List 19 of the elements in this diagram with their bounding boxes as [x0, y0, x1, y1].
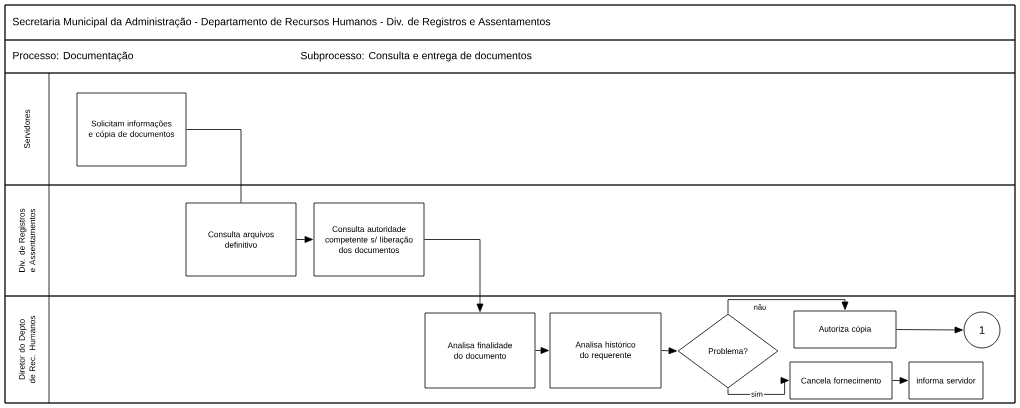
arrow	[535, 347, 549, 354]
process-box: Cancela fornecimento	[789, 361, 893, 400]
header-label: Processo: Documentação	[13, 51, 134, 62]
diagram-title: Secretaria Municipal da Administração - Departamento de Recursos Humanos - Div. de Registros e Assentamentos	[12, 17, 551, 28]
arrow	[892, 377, 908, 384]
process-box: Autoriza cópia	[793, 310, 897, 349]
arrow	[661, 347, 677, 355]
process-box: Solicitam informações e cópia de documentos	[76, 92, 187, 167]
process-box: Analisa histórico do requerente	[549, 312, 662, 389]
arrow	[727, 377, 789, 395]
process-box: informa servidor	[908, 361, 984, 400]
arrow	[296, 236, 313, 243]
header-label: Subprocesso: Consulta e entrega de documentos	[300, 51, 532, 62]
process-box: Consulta autoridade competente s/ liberação dos documentos	[313, 202, 425, 277]
process-box: Consulta arquivos definitivo	[185, 202, 297, 277]
arrow	[727, 299, 849, 314]
process-box: Analisa finalidade do documento	[424, 312, 536, 389]
arrow	[896, 326, 963, 334]
arrow	[424, 239, 484, 312]
